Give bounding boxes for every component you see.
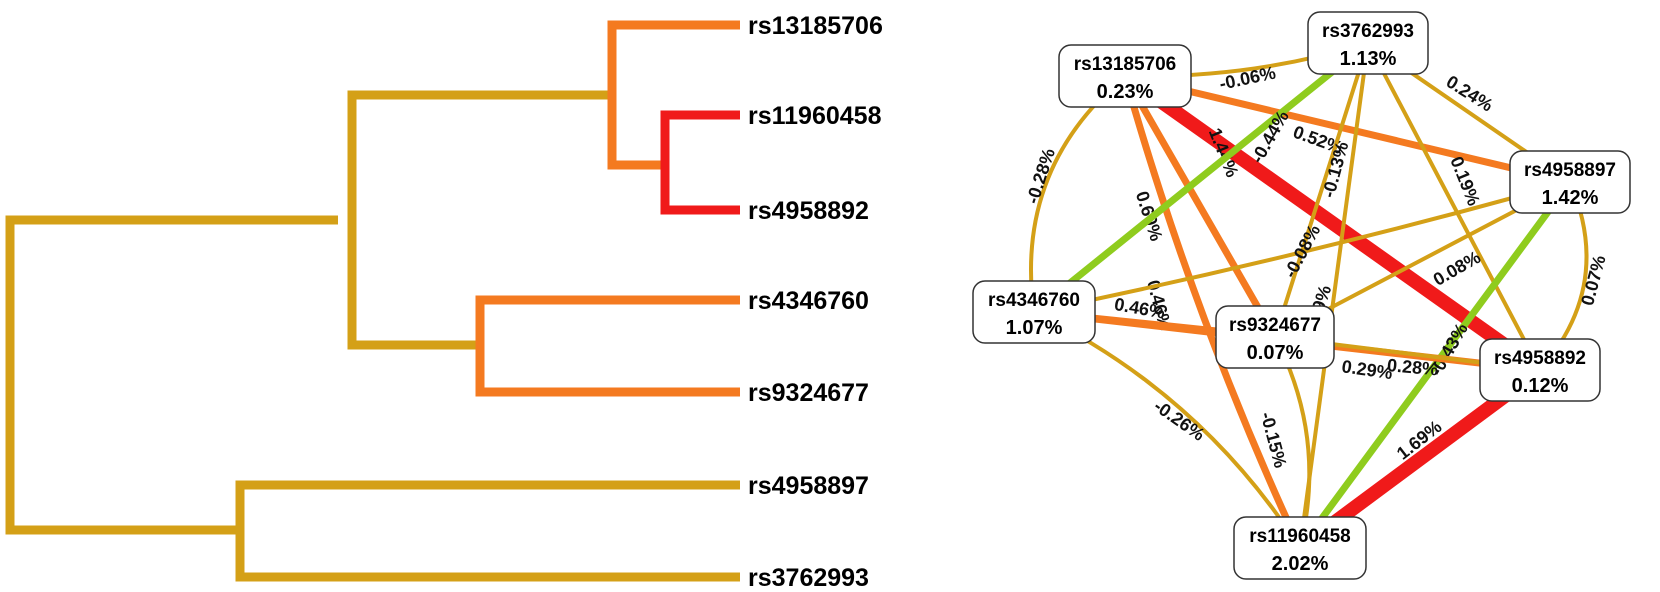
dendro-leaf-label: rs9324677 bbox=[748, 379, 869, 407]
network-node-value: 1.13% bbox=[1340, 48, 1397, 70]
network-edge-label: -0.28% bbox=[1022, 146, 1059, 206]
network-edge bbox=[1121, 72, 1304, 552]
dendro-leaf-label: rs4958897 bbox=[748, 472, 869, 500]
network-edge bbox=[1118, 69, 1547, 377]
dendro-branch-root bbox=[5, 215, 338, 535]
network-edge bbox=[1121, 72, 1279, 341]
network-edge-label: 0.24% bbox=[1443, 71, 1497, 115]
network-node-box bbox=[1058, 44, 1192, 108]
network-node-name: rs3762993 bbox=[1322, 21, 1414, 42]
dendro-branch-d bbox=[235, 480, 740, 582]
network-edge bbox=[1273, 41, 1370, 339]
network-node-box bbox=[1307, 11, 1429, 75]
dendrogram-labels: rs13185706 rs11960458 rs4958892 rs434676… bbox=[748, 12, 883, 592]
network-node-value: 2.02% bbox=[1272, 553, 1329, 575]
dendro-leaf-label: rs11960458 bbox=[748, 102, 882, 130]
network-node-box bbox=[972, 280, 1096, 344]
network-node-box bbox=[1215, 305, 1335, 369]
network-edges: -0.06%0.52%-0.28%0.60%1.44%0.46%0.24%-0.… bbox=[1022, 39, 1610, 555]
network-node-box bbox=[1509, 150, 1631, 214]
network-node-box bbox=[1233, 516, 1367, 580]
network-edge bbox=[1366, 41, 1542, 372]
network-node: rs13185706 0.23% bbox=[1058, 44, 1192, 108]
network-edge-label: -0.08% bbox=[1280, 221, 1324, 281]
dendro-leaf-label: rs13185706 bbox=[748, 12, 883, 40]
dendro-leaf-label: rs4958892 bbox=[748, 197, 869, 225]
dendro-leaf-label: rs3762993 bbox=[748, 564, 869, 592]
network-node-name: rs13185706 bbox=[1074, 54, 1177, 75]
network-node-value: 1.07% bbox=[1006, 317, 1063, 339]
dendro-leaf-label: rs4346760 bbox=[748, 287, 869, 315]
network-node-value: 0.07% bbox=[1247, 342, 1304, 364]
network-node-value: 1.42% bbox=[1542, 187, 1599, 209]
network-edge-label: -0.06% bbox=[1218, 62, 1278, 93]
network-edge bbox=[1296, 178, 1574, 552]
network-node: rs3762993 1.13% bbox=[1307, 11, 1429, 75]
dendro-branch-a bbox=[607, 20, 740, 170]
network-node: rs9324677 0.07% bbox=[1215, 305, 1335, 369]
network-node-name: rs4958897 bbox=[1524, 160, 1616, 181]
dendro-branch-upper bbox=[347, 90, 612, 350]
network-node-value: 0.23% bbox=[1097, 81, 1154, 103]
network-node: rs4958892 0.12% bbox=[1479, 338, 1601, 402]
network-node: rs4958897 1.42% bbox=[1509, 150, 1631, 214]
network-edge-label: 0.28% bbox=[1386, 355, 1439, 379]
dendrogram bbox=[5, 20, 740, 582]
network-node: rs11960458 2.02% bbox=[1233, 516, 1367, 580]
network-edge bbox=[1032, 180, 1572, 314]
network-node-value: 0.12% bbox=[1512, 375, 1569, 397]
network-edge-label: -0.26% bbox=[1150, 396, 1208, 445]
network-node-name: rs9324677 bbox=[1229, 315, 1321, 336]
network-node-name: rs11960458 bbox=[1249, 526, 1350, 547]
network-nodes: rs13185706 0.23% rs3762993 1.13% rs4958897 1.… bbox=[972, 11, 1631, 580]
network-node-name: rs4958892 bbox=[1494, 348, 1586, 369]
network-node-name: rs4346760 bbox=[988, 290, 1080, 311]
network-edge bbox=[1030, 39, 1372, 316]
network-node: rs4346760 1.07% bbox=[972, 280, 1096, 344]
dendro-branch-c bbox=[475, 295, 740, 397]
network-node-box bbox=[1479, 338, 1601, 402]
dendro-branch-b bbox=[660, 110, 740, 215]
network-edge-label: 0.07% bbox=[1577, 253, 1610, 307]
